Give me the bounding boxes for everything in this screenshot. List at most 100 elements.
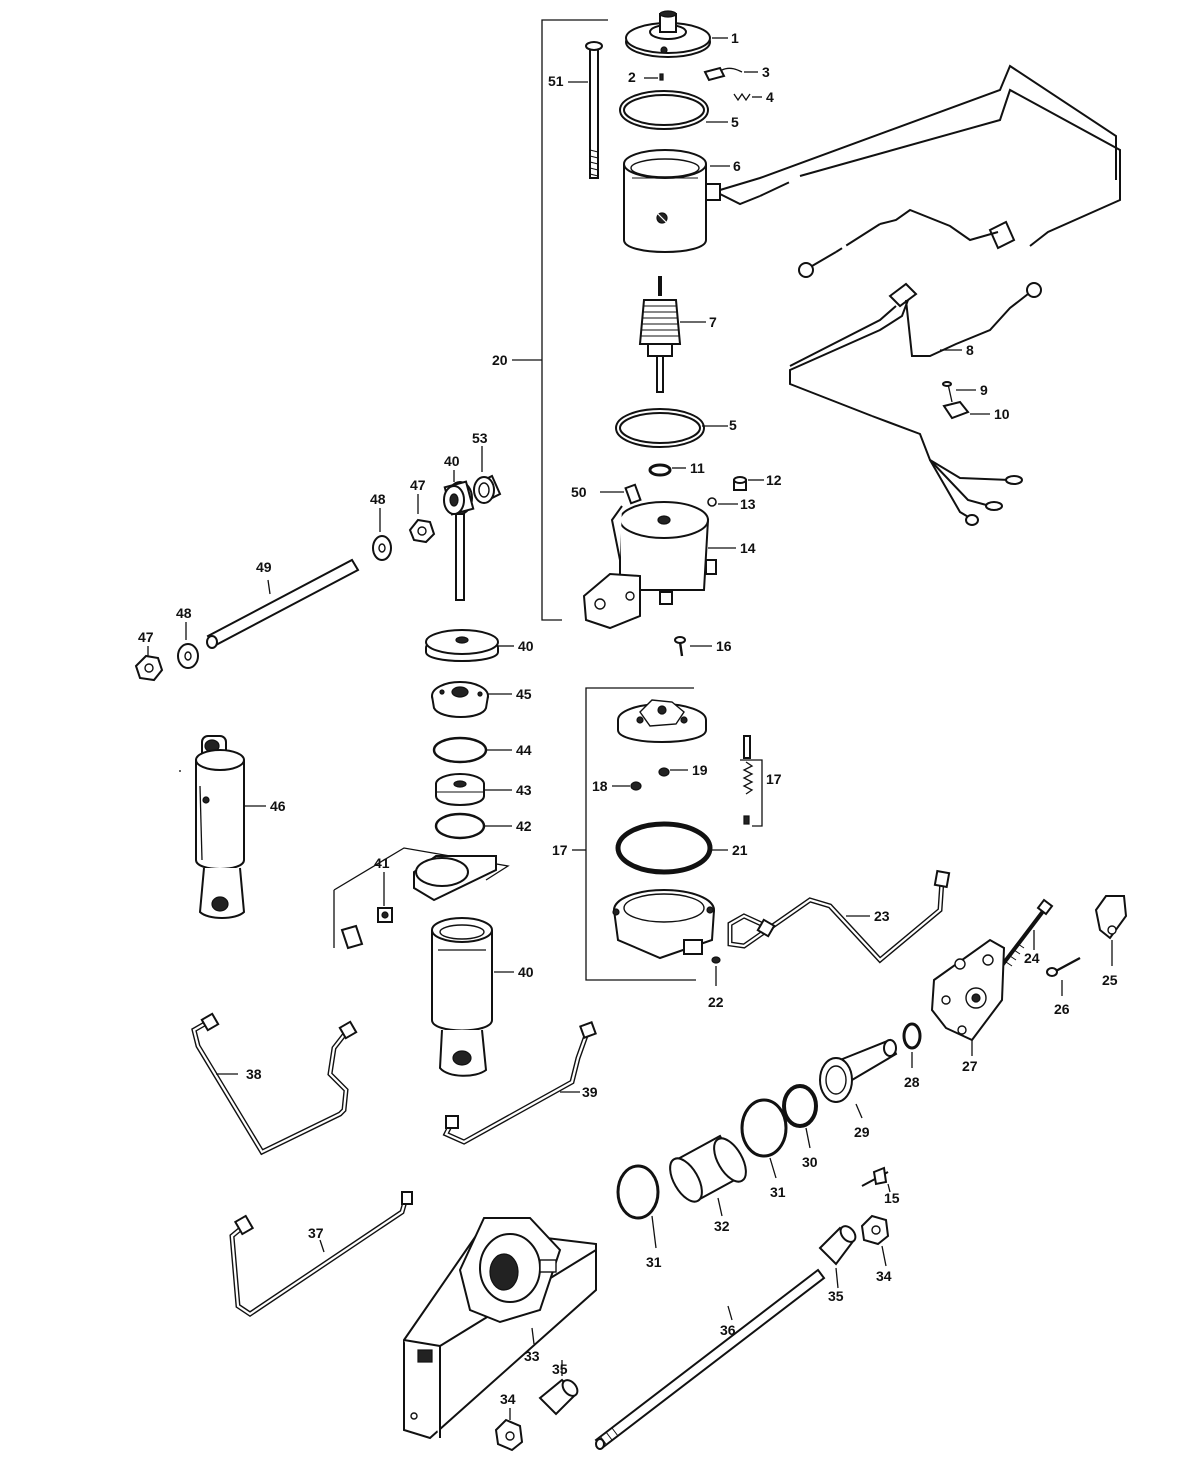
callout-51: 51 bbox=[548, 73, 564, 89]
callout-37: 37 bbox=[308, 1225, 324, 1241]
callout-7: 7 bbox=[709, 314, 717, 330]
part-27-manual-release-valve-body bbox=[930, 938, 1006, 1056]
part-1-end-cap bbox=[625, 10, 728, 58]
callout-30: 30 bbox=[802, 1154, 818, 1170]
part-34-nut-left bbox=[494, 1408, 524, 1452]
callout-2: 2 bbox=[628, 69, 636, 85]
callout-40-cylinder: 40 bbox=[518, 964, 534, 980]
callout-48-upper: 48 bbox=[370, 491, 386, 507]
callout-31-upper: 31 bbox=[770, 1184, 786, 1200]
callout-12: 12 bbox=[766, 472, 782, 488]
part-11-washer bbox=[648, 463, 686, 477]
callout-25: 25 bbox=[1102, 972, 1118, 988]
part-19-ball bbox=[658, 767, 688, 777]
part-26-screw bbox=[1046, 956, 1081, 996]
part-29-piston bbox=[819, 1038, 898, 1119]
callout-45: 45 bbox=[516, 686, 532, 702]
part-6-motor-frame bbox=[623, 149, 730, 253]
callout-35-right: 35 bbox=[828, 1288, 844, 1304]
callout-17-left: 17 bbox=[552, 842, 568, 858]
part-53-bushing bbox=[473, 446, 502, 504]
callout-19: 19 bbox=[692, 762, 708, 778]
callout-42: 42 bbox=[516, 818, 532, 834]
part-40-cylinder-body bbox=[431, 917, 514, 1077]
callout-38: 38 bbox=[246, 1066, 262, 1082]
callout-29: 29 bbox=[854, 1124, 870, 1140]
part-17-valve-bracket bbox=[740, 735, 763, 827]
part-pump-body bbox=[612, 889, 715, 960]
callout-40-cap: 40 bbox=[518, 638, 534, 654]
callout-53: 53 bbox=[472, 430, 488, 446]
callout-3: 3 bbox=[762, 64, 770, 80]
callout-8: 8 bbox=[966, 342, 974, 358]
callout-17-right: 17 bbox=[766, 771, 782, 787]
callout-36: 36 bbox=[720, 1322, 736, 1338]
part-42-o-ring bbox=[434, 812, 512, 840]
part-10-clip bbox=[942, 400, 990, 420]
part-13-o-ring-small bbox=[707, 497, 738, 507]
part-16-screw bbox=[674, 636, 712, 657]
callout-11: 11 bbox=[690, 460, 705, 476]
callout-1: 1 bbox=[731, 30, 739, 46]
callout-5-upper: 5 bbox=[731, 114, 739, 130]
callout-16: 16 bbox=[716, 638, 732, 654]
part-33-cylinder-mount-block bbox=[403, 1217, 597, 1440]
part-pump-cover bbox=[617, 699, 707, 743]
part-40-rod-end-upper bbox=[443, 470, 475, 601]
callout-46: 46 bbox=[270, 798, 286, 814]
part-4-spring bbox=[733, 92, 762, 102]
part-14-end-housing bbox=[582, 501, 736, 630]
callout-15: 15 bbox=[884, 1190, 900, 1206]
callout-24: 24 bbox=[1024, 950, 1040, 966]
part-34-nut-right bbox=[860, 1214, 890, 1267]
part-12-plug bbox=[733, 476, 764, 491]
part-7-armature bbox=[638, 276, 706, 393]
part-47-nut-upper bbox=[408, 494, 436, 544]
callout-9: 9 bbox=[980, 382, 988, 398]
part-5-o-ring-lower bbox=[615, 408, 728, 448]
part-35-fitting-right bbox=[818, 1225, 857, 1289]
callout-28: 28 bbox=[904, 1074, 920, 1090]
callout-21: 21 bbox=[732, 842, 748, 858]
callout-23: 23 bbox=[874, 908, 890, 924]
callout-4: 4 bbox=[766, 89, 774, 105]
callout-6: 6 bbox=[733, 158, 741, 174]
callout-35-left: 35 bbox=[552, 1361, 568, 1377]
part-47-nut-lower bbox=[134, 646, 164, 682]
callout-49: 49 bbox=[256, 559, 272, 575]
part-31-o-ring-upper bbox=[740, 1098, 788, 1179]
part-49-pivot-shaft bbox=[206, 558, 360, 649]
part-25-bracket bbox=[1094, 895, 1128, 966]
part-48-washer-upper bbox=[372, 508, 392, 561]
callout-47-upper: 47 bbox=[410, 477, 426, 493]
callout-32: 32 bbox=[714, 1218, 730, 1234]
callout-44: 44 bbox=[516, 742, 532, 758]
part-45-end-cap bbox=[431, 681, 512, 718]
part-30-o-ring bbox=[782, 1084, 818, 1149]
callout-43: 43 bbox=[516, 782, 532, 798]
callout-41: 41 bbox=[374, 855, 390, 871]
callout-31-lower: 31 bbox=[646, 1254, 662, 1270]
part-36-piston-rod bbox=[594, 1268, 826, 1450]
callout-14: 14 bbox=[740, 540, 756, 556]
callout-50: 50 bbox=[571, 484, 587, 500]
part-24-bolt bbox=[998, 898, 1054, 970]
part-2-small-pin bbox=[644, 73, 664, 81]
callout-40-upper: 40 bbox=[444, 453, 460, 469]
part-31-o-ring-lower bbox=[616, 1164, 660, 1249]
part-50-screw bbox=[600, 483, 642, 505]
callout-48-lower: 48 bbox=[176, 605, 192, 621]
part-35-fitting-left bbox=[538, 1360, 579, 1416]
part-41-anchor-bracket bbox=[333, 847, 510, 950]
callout-39: 39 bbox=[582, 1084, 598, 1100]
callout-13: 13 bbox=[740, 496, 756, 512]
part-37-hydraulic-line bbox=[229, 1191, 413, 1318]
callout-26: 26 bbox=[1054, 1001, 1070, 1017]
callout-10: 10 bbox=[994, 406, 1010, 422]
part-8-wiring-harness bbox=[719, 64, 1121, 526]
part-44-o-ring bbox=[432, 736, 512, 764]
part-51-through-bolt bbox=[568, 41, 603, 179]
part-28-o-ring bbox=[902, 1022, 922, 1068]
part-40-cylinder-cap bbox=[425, 629, 514, 662]
